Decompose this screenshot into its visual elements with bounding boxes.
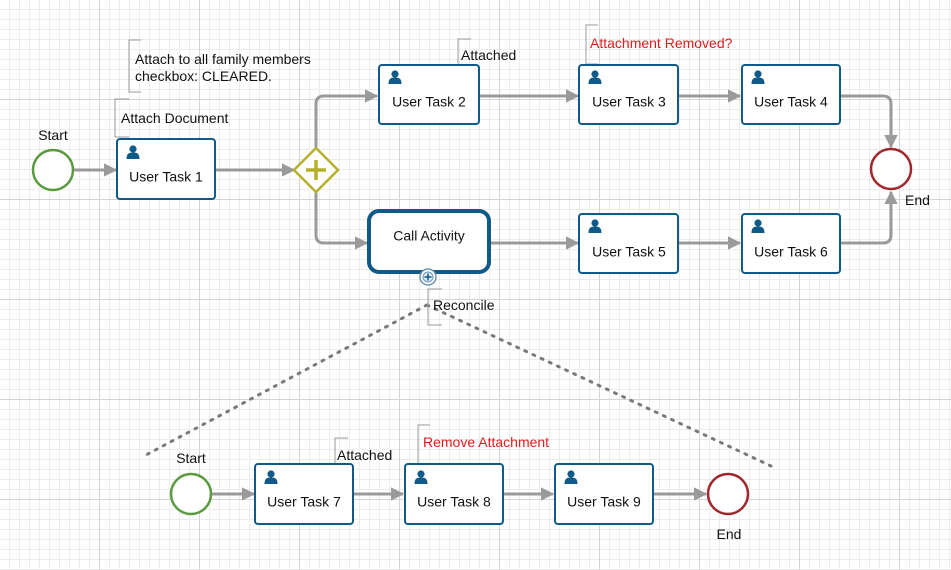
start-event-main-label: Start (38, 127, 68, 143)
user-task-2-label: User Task 2 (392, 94, 466, 110)
start-event-main[interactable]: Start (31, 127, 75, 192)
user-task-6-label: User Task 6 (754, 244, 828, 260)
call-activity-label: Call Activity (393, 228, 465, 244)
sequence-flows (74, 89, 898, 501)
annotation-attachment-removed: Attachment Removed? (590, 35, 733, 51)
annotation-family-line1: Attach to all family members (135, 51, 311, 67)
flow-task6-to-end[interactable] (840, 190, 898, 245)
user-task-8-label: User Task 8 (417, 494, 491, 510)
annotation-attached-sub: Attached (337, 447, 392, 463)
user-task-7[interactable]: User Task 7 (254, 463, 354, 525)
flow-gateway-to-task2[interactable] (314, 89, 379, 148)
bracket-family (128, 39, 141, 93)
user-task-5-label: User Task 5 (592, 244, 666, 260)
parallel-gateway-plus-icon (306, 160, 326, 180)
bracket-reconcile (427, 288, 442, 326)
flow-gateway-to-call-activity[interactable] (314, 192, 369, 250)
call-activity[interactable]: Call Activity (367, 209, 491, 286)
annotation-attach-document: Attach Document (121, 110, 228, 126)
user-task-5[interactable]: User Task 5 (578, 213, 679, 274)
user-task-8[interactable]: User Task 8 (404, 463, 504, 525)
user-task-1[interactable]: User Task 1 (116, 138, 216, 200)
user-task-4-label: User Task 4 (754, 94, 828, 110)
expand-plus-icon[interactable] (419, 268, 437, 286)
user-task-9-label: User Task 9 (567, 494, 641, 510)
user-task-7-label: User Task 7 (267, 494, 341, 510)
user-task-1-label: User Task 1 (129, 169, 203, 185)
end-event-sub[interactable]: End (706, 472, 750, 542)
annotation-family-line2: checkbox: CLEARED. (135, 68, 272, 84)
annotation-remove-attachment: Remove Attachment (423, 434, 549, 450)
flow-task4-to-end[interactable] (840, 94, 898, 149)
annotation-brackets (114, 24, 598, 475)
annotation-attached-top: Attached (461, 47, 516, 63)
start-event-sub[interactable]: Start (169, 450, 213, 516)
end-event-main-label: End (905, 192, 930, 208)
expansion-line-right (425, 303, 773, 468)
parallel-gateway[interactable] (292, 146, 340, 194)
annotation-reconcile: Reconcile (433, 297, 495, 313)
bracket-attach-document (114, 98, 129, 138)
user-task-4[interactable]: User Task 4 (741, 64, 841, 125)
start-event-sub-label: Start (176, 450, 206, 466)
user-task-9[interactable]: User Task 9 (554, 463, 654, 525)
expansion-line-left (144, 303, 429, 457)
end-event-main[interactable]: End (869, 147, 930, 208)
user-task-2[interactable]: User Task 2 (378, 64, 480, 125)
user-task-3-label: User Task 3 (592, 94, 666, 110)
user-task-6[interactable]: User Task 6 (741, 213, 841, 274)
end-event-sub-label: End (717, 526, 742, 542)
user-task-3[interactable]: User Task 3 (578, 64, 679, 125)
